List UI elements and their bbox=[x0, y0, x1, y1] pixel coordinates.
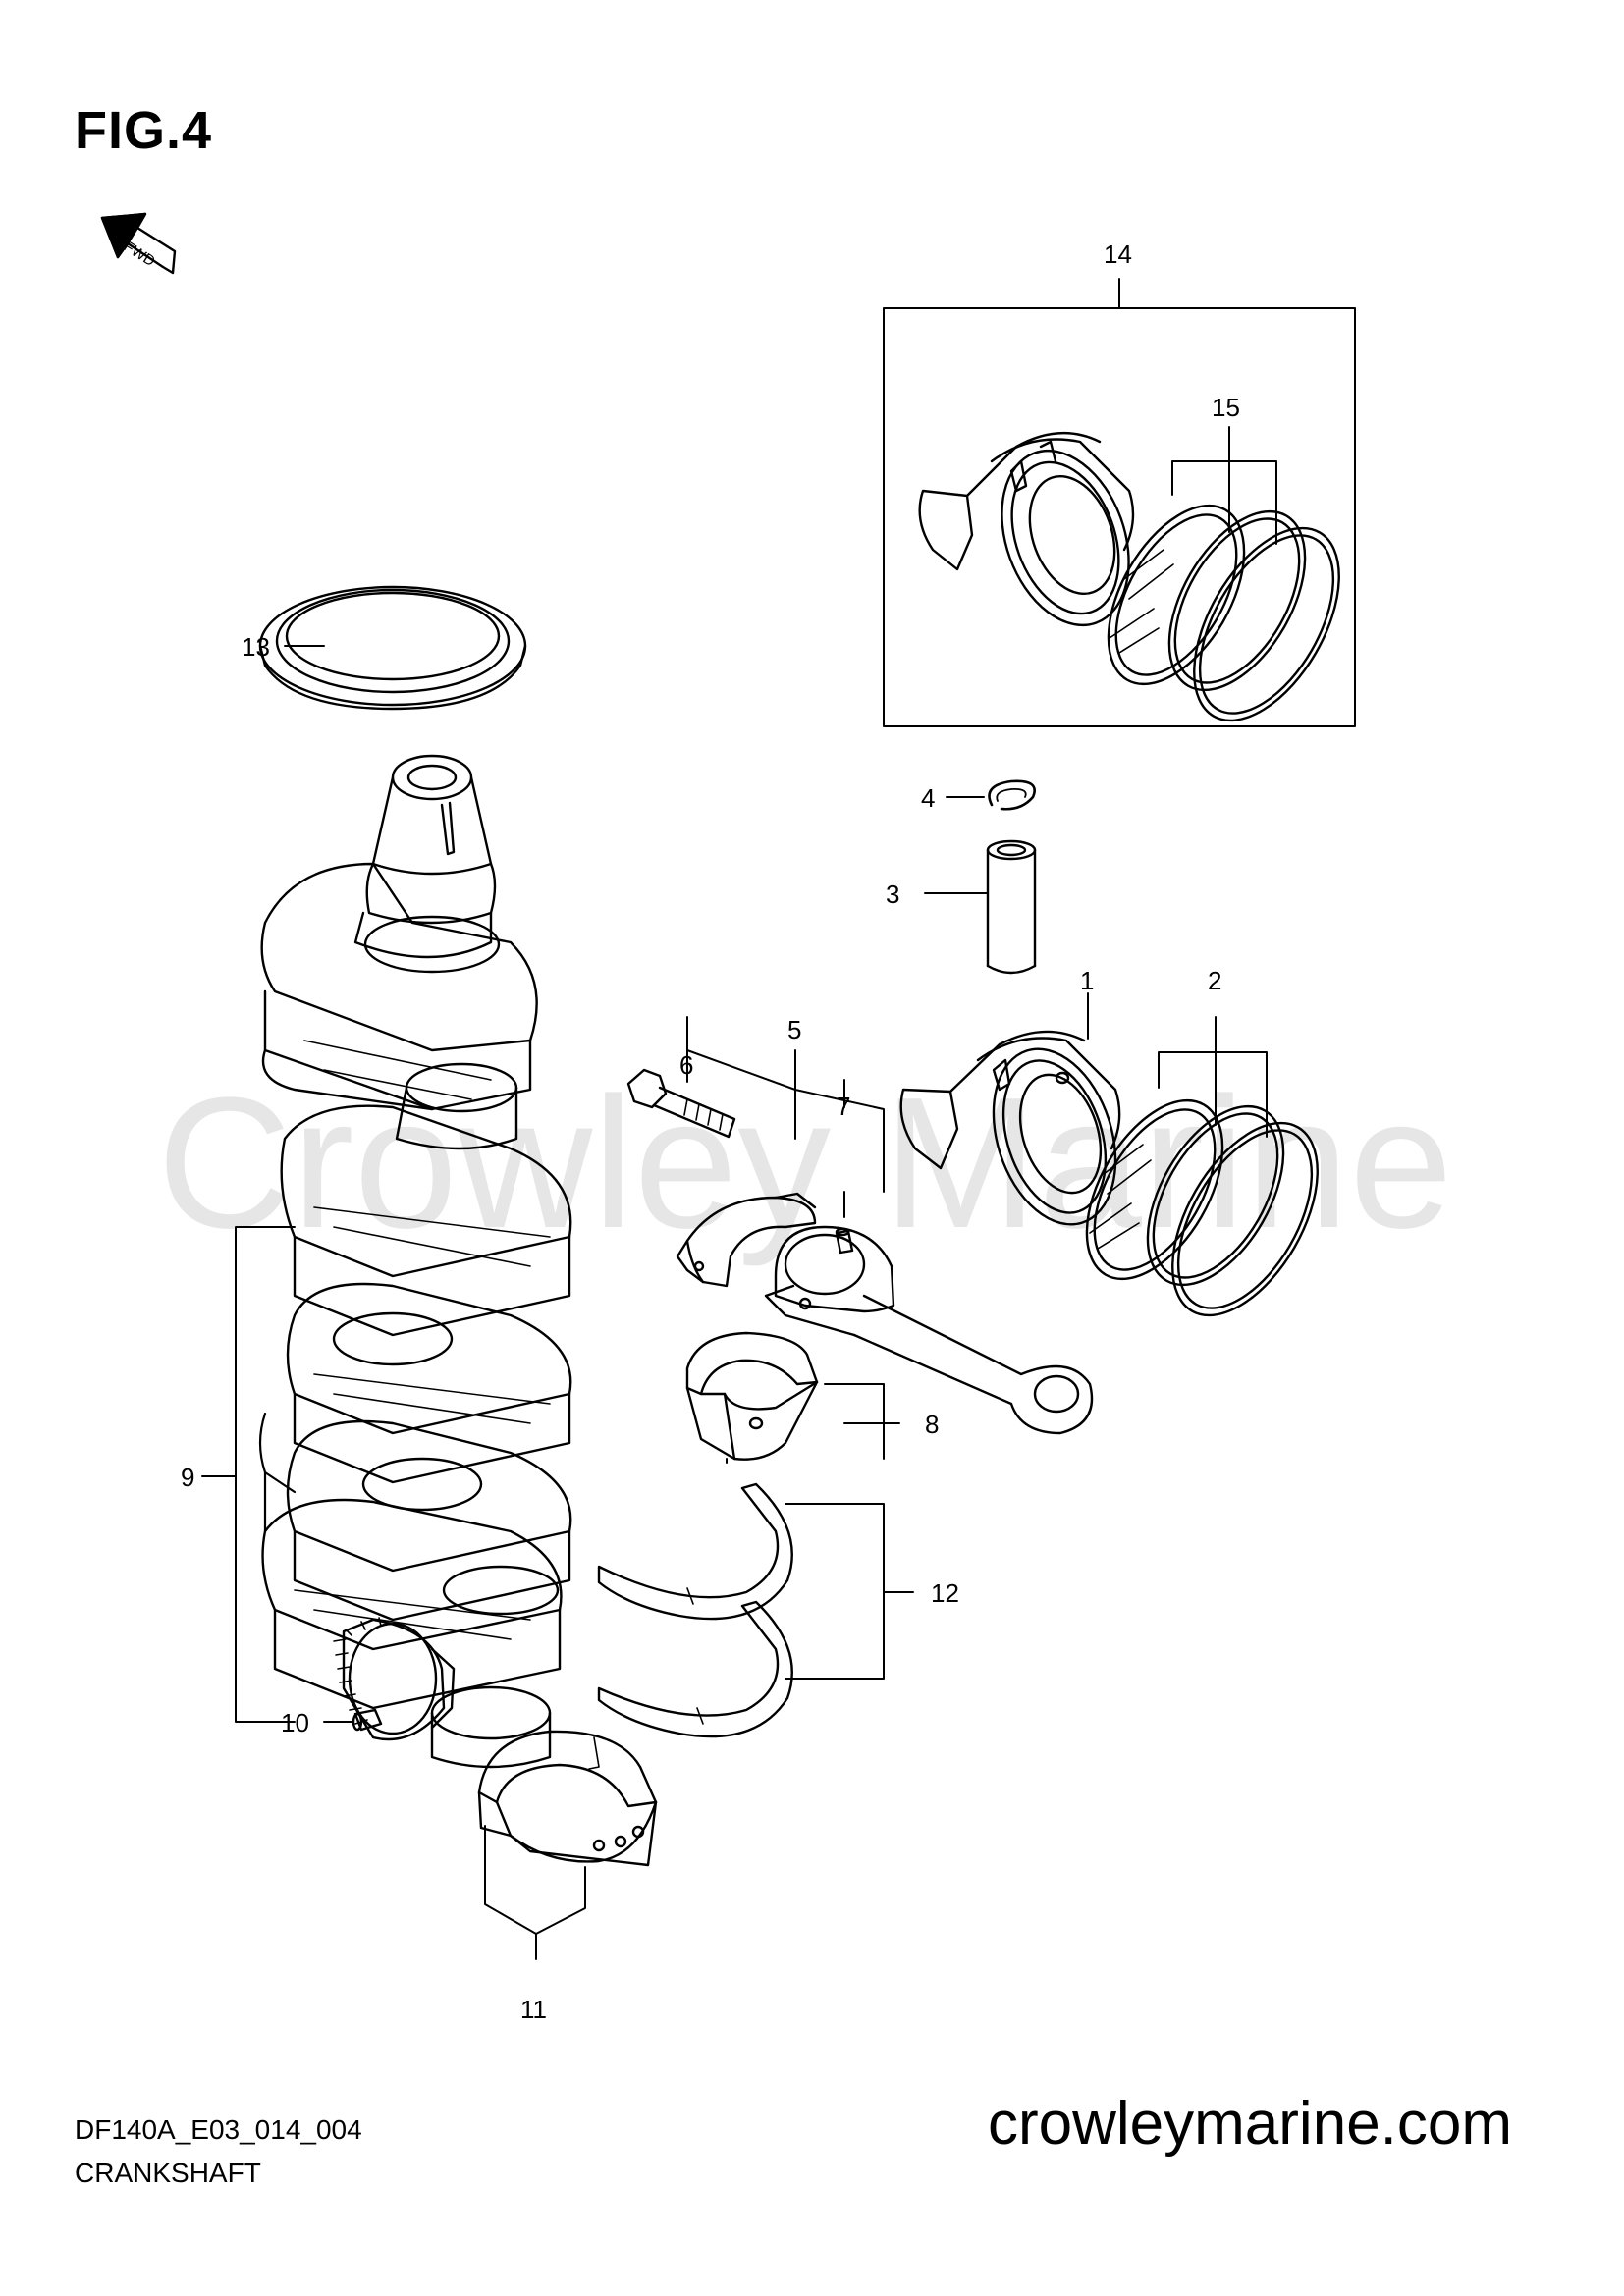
piston-pin bbox=[986, 839, 1037, 975]
callout-3: 3 bbox=[886, 880, 899, 909]
thrust-washers bbox=[597, 1482, 793, 1738]
figure-title: FIG.4 bbox=[75, 101, 213, 160]
callout-8: 8 bbox=[925, 1410, 939, 1439]
callout-10: 10 bbox=[281, 1708, 309, 1737]
callout-12: 12 bbox=[931, 1578, 959, 1608]
callout-labels: 1 2 3 4 5 6 7 8 9 10 11 12 13 14 15 bbox=[181, 240, 1240, 2024]
callout-6: 6 bbox=[679, 1050, 693, 1080]
conrod-bearing bbox=[685, 1331, 819, 1461]
callout-2: 2 bbox=[1208, 966, 1221, 995]
site-link[interactable]: crowleymarine.com bbox=[988, 2090, 1513, 2158]
leader-8 bbox=[726, 1383, 900, 1464]
callout-4: 4 bbox=[921, 783, 935, 813]
callout-9: 9 bbox=[181, 1463, 194, 1492]
conrod-cap bbox=[676, 1192, 817, 1288]
leader-9 bbox=[201, 1226, 354, 1723]
conrod-bolt bbox=[626, 1068, 736, 1139]
connecting-rod bbox=[764, 1225, 1094, 1435]
callout-15: 15 bbox=[1212, 393, 1240, 422]
callout-5: 5 bbox=[787, 1015, 801, 1044]
watermark: Crowley Marine bbox=[157, 1059, 1453, 1267]
callout-14: 14 bbox=[1104, 240, 1132, 269]
kit-piston bbox=[918, 432, 1135, 627]
conrod-leader bbox=[686, 1016, 885, 1193]
drawing-code: DF140A_E03_014_004 bbox=[75, 2114, 362, 2145]
callout-1: 1 bbox=[1080, 966, 1094, 995]
callout-7: 7 bbox=[837, 1092, 850, 1121]
fwd-arrow-icon: FWD bbox=[100, 212, 177, 275]
kit-piston-rings bbox=[1107, 504, 1340, 722]
callout-11: 11 bbox=[520, 1995, 547, 2024]
oil-seal bbox=[258, 585, 527, 711]
leader-12 bbox=[785, 1503, 914, 1680]
drawing-title: CRANKSHAFT bbox=[75, 2158, 261, 2188]
crankshaft bbox=[258, 754, 572, 1769]
callout-13: 13 bbox=[242, 632, 270, 662]
piston bbox=[899, 1030, 1121, 1226]
piston-rings bbox=[1085, 1098, 1319, 1317]
ring-leader bbox=[1158, 1016, 1268, 1138]
main-bearing bbox=[477, 1730, 658, 1867]
piston-pin-clip bbox=[988, 779, 1036, 811]
piston-kit-box bbox=[883, 278, 1356, 727]
ring-set-leader bbox=[1171, 426, 1277, 545]
leader-11 bbox=[484, 1825, 586, 1960]
